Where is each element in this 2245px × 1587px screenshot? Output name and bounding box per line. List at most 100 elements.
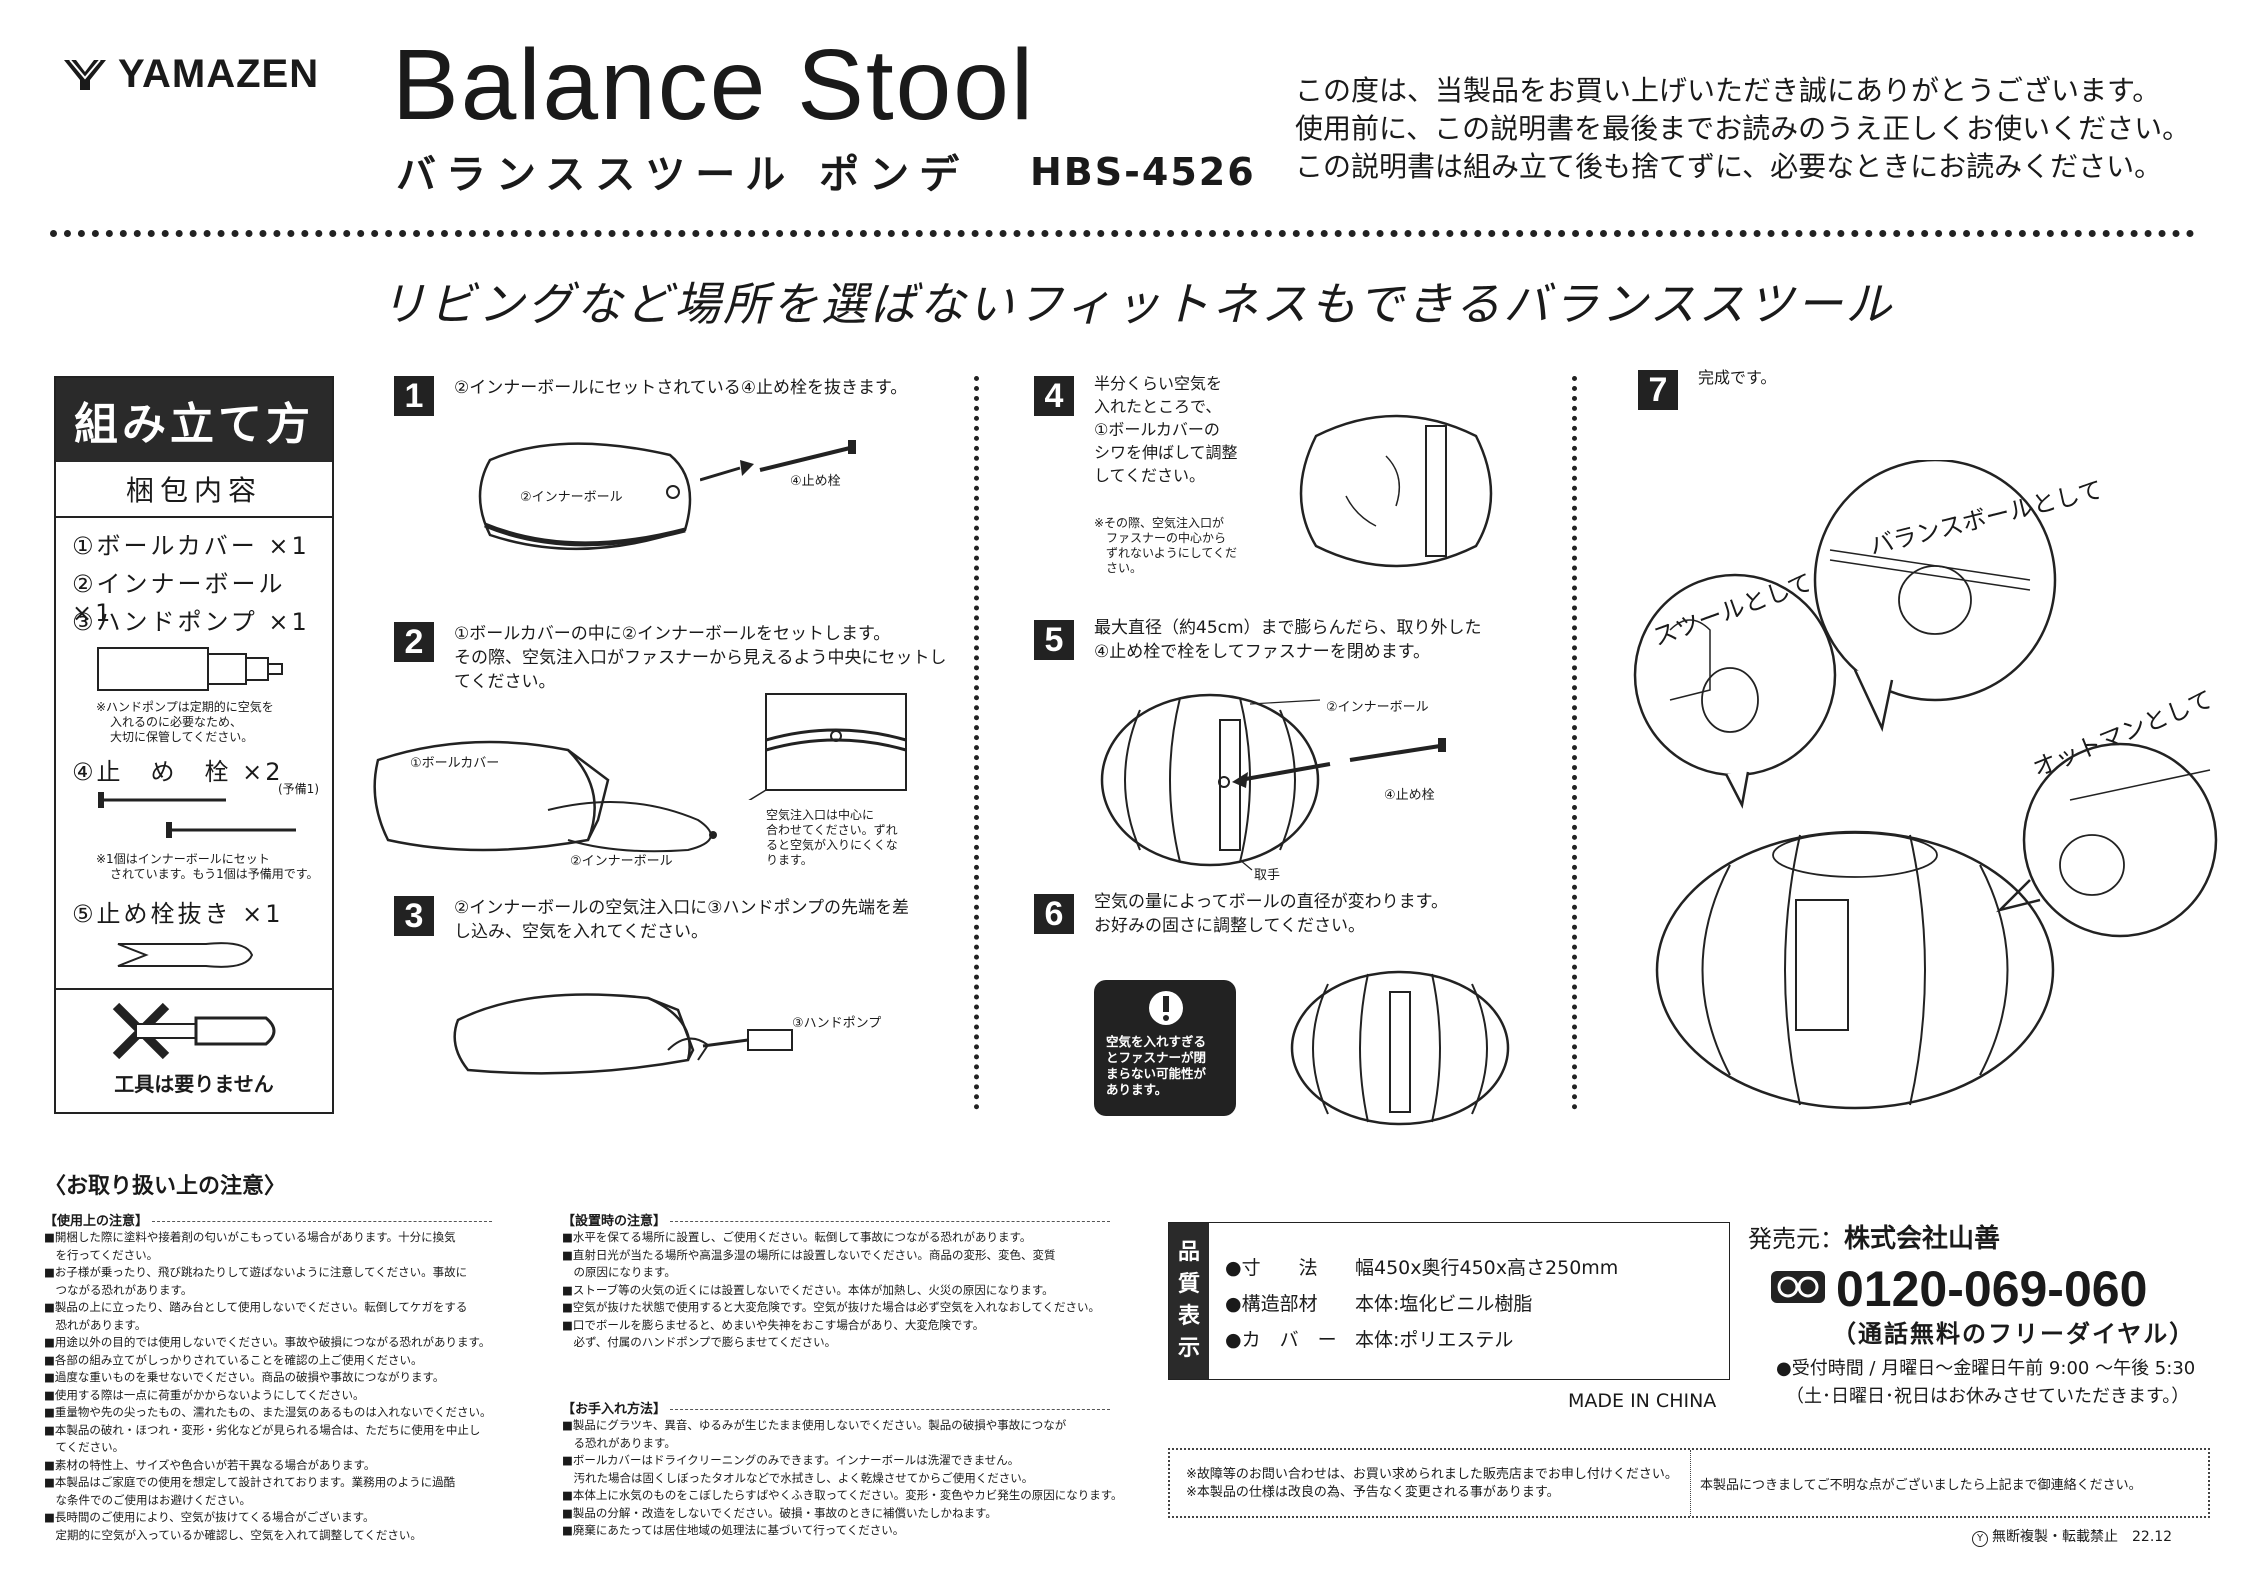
footer-divider — [1690, 1450, 1691, 1516]
brand-logo: YAMAZEN — [62, 52, 319, 97]
caution-line: ■過度な重いものを乗せないでください。商品の破損や事故につながります。 — [44, 1370, 445, 1384]
stopper-label: ④止め栓 — [790, 474, 841, 489]
text-line: その際、空気注入口がファスナーから見えるよう中央にセットし — [454, 648, 947, 668]
note-line: ると空気が入りにくくな — [766, 838, 898, 852]
caution-line: 定期的に空気が入っているか確認し、空気を入れて調整してください。 — [44, 1527, 422, 1542]
caution-line: の原因になります。 — [562, 1265, 676, 1279]
caution-line: る恐れがあります。 — [562, 1435, 676, 1450]
spec-value: 本体:ポリエステル — [1355, 1329, 1514, 1351]
part-item: ②インナーボール ×1 — [72, 570, 286, 627]
greeting-text: この度は、当製品をお買い上げいただき誠にありがとうございます。 使用前に、この説… — [1295, 72, 2190, 186]
text-line: お好みの固さに調整してください。 — [1094, 916, 1365, 936]
note-line: されています。もう1個は予備用です。 — [110, 867, 319, 881]
spec-row-dimensions: ●寸 法 幅450x奥行450x高さ250mm — [1225, 1253, 1618, 1280]
hand-pump-label: ③ハンドポンプ — [792, 1016, 882, 1031]
phone-number: 0120-069-060 — [1836, 1261, 2148, 1317]
note-line: さい。 — [1106, 561, 1143, 575]
warning-box: 空気を入れすぎる とファスナーが閉 まらない可能性が あります。 — [1094, 980, 1236, 1116]
closed-days-line: （土･日曜日･祝日はお休みさせていただきます。） — [1786, 1386, 2190, 1407]
caution-line: ■重量物や先の尖ったもの、濡れたもの、また湿気のあるものは入れないでください。 — [44, 1405, 492, 1419]
inner-ball-label: ②インナーボール — [570, 854, 673, 869]
step-1-text: ②インナーボールにセットされている④止め栓を抜きます。 — [454, 378, 908, 398]
inner-ball-illustration — [478, 442, 692, 551]
note-line: ※1個はインナーボールにセット — [96, 852, 270, 866]
assembly-heading: 組み立て方 — [56, 378, 332, 462]
column-divider — [1572, 376, 1577, 1110]
caution-line: ■長時間のご使用により、空気が抜けてくる場合がございます。 — [44, 1510, 375, 1524]
free-dial-note: （通話無料のフリーダイヤル） — [1832, 1320, 2196, 1348]
free-dial-icon — [1771, 1271, 1825, 1303]
hand-pump-illustration — [97, 647, 283, 691]
dashed-rule — [152, 1221, 493, 1222]
install-cautions-title: 【設置時の注意】 — [562, 1210, 1142, 1229]
footer-right-note: 本製品につきましてご不明な点がございましたら上記まで御連絡ください。 — [1700, 1478, 2142, 1493]
step-7-number: 7 — [1638, 370, 1678, 410]
text-line: 入れたところで、 — [1094, 397, 1222, 416]
step-2-number: 2 — [394, 622, 434, 662]
dashed-rule — [670, 1221, 1111, 1222]
text-line: してください。 — [1094, 466, 1206, 485]
pump-inflate-illustration — [453, 993, 793, 1075]
completed-usage-illustration — [1633, 460, 2218, 1110]
stopper-label: ④止め栓 — [1384, 788, 1435, 803]
text-line: ①ボールカバーの中に②インナーボールをセットします。 — [454, 624, 891, 644]
caution-line: ■直射日光が当たる場所や高温多湿の場所には設置しないでください。商品の変形、変色… — [562, 1247, 1056, 1262]
caution-line: 恐れがあります。 — [44, 1317, 147, 1332]
caution-line: ■空気が抜けた状態で使用すると大変危険です。空気が抜けた場合は必ず空気を入れなお… — [562, 1300, 1101, 1314]
seller-name: 株式会社山善 — [1844, 1224, 2001, 1254]
seller-label: 発売元： — [1748, 1225, 1844, 1253]
ball-cover-illustration — [373, 740, 717, 853]
heading-char: 品 — [1177, 1240, 1200, 1265]
no-tools-icon — [112, 1002, 276, 1060]
note-line: 大切に保管してください。 — [110, 730, 254, 744]
caution-line: ■ボールカバーはドライクリーニングのみできます。インナーボールは洗濯できません。 — [562, 1453, 1020, 1467]
install-cautions-title-text: 【設置時の注意】 — [562, 1214, 667, 1229]
header-divider — [50, 230, 2195, 237]
care-list: ■製品にグラツキ、異音、ゆるみが生じたまま使用しないでください。製品の破損や事故… — [562, 1417, 1142, 1540]
usage-cautions-list: ■開梱した際に塗料や接着剤の匂いがこもっている場合があります。十分に換気 を行っ… — [44, 1229, 524, 1544]
step-4-text: 半分くらい空気を 入れたところで、 ①ボールカバーの シワを伸ばして調整 してく… — [1094, 372, 1238, 487]
care-title-text: 【お手入れ方法】 — [562, 1402, 667, 1417]
install-cautions-list: ■水平を保てる場所に設置し、ご使用ください。転倒して事故につながる恐れがあります… — [562, 1229, 1142, 1352]
step-3-text: ②インナーボールの空気注入口に③ハンドポンプの先端を差 し込み、空気を入れてくだ… — [454, 896, 909, 944]
text-line: し込み、空気を入れてください。 — [454, 922, 708, 942]
step-4-note: ※その際、空気注入口が ファスナーの中心から ずれないようにしてくだ さい。 — [1094, 516, 1237, 576]
support-hours: ●受付時間 / 月曜日～金曜日午前 9:00 ～午後 5:30 （土･日曜日･祝… — [1776, 1355, 2195, 1411]
caution-line: ■各部の組み立てがしっかりされていることを確認の上ご使用ください。 — [44, 1352, 423, 1367]
part-item: ⑤止め栓抜き ×1 — [72, 900, 284, 928]
caution-line: 必ず、付属のハンドポンプで膨らませてください。 — [562, 1335, 837, 1349]
plug-note: ※1個はインナーボールにセット されています。もう1個は予備用です。 — [96, 852, 319, 882]
step-5-text: 最大直径（約45cm）まで膨らんだら、取り外した ④止め栓で栓をしてファスナーを… — [1094, 616, 1482, 664]
footer-notice-box: ※故障等のお問い合わせは、お買い求められました販売店までお申し付けください。 ※… — [1168, 1448, 2210, 1518]
made-in-label: MADE IN CHINA — [1568, 1390, 1717, 1412]
spec-value: 幅450x奥行450x高さ250mm — [1355, 1257, 1619, 1279]
greeting-line: この度は、当製品をお買い上げいただき誠にありがとうございます。 — [1295, 74, 2161, 107]
warning-text: 空気を入れすぎる とファスナーが閉 まらない可能性が あります。 — [1106, 1034, 1206, 1098]
text-line: 空気の量によってボールの直径が変わります。 — [1094, 892, 1448, 912]
usage-cautions-title-text: 【使用上の注意】 — [44, 1214, 149, 1229]
note-line: ※その際、空気注入口が — [1094, 516, 1225, 530]
dashed-rule — [670, 1409, 1111, 1410]
caution-title: 〈お取り扱い上の注意〉 — [44, 1174, 287, 1199]
caution-line: ■開梱した際に塗料や接着剤の匂いがこもっている場合があります。十分に換気 — [44, 1230, 456, 1244]
step-5-number: 5 — [1034, 620, 1074, 660]
caution-line: ■用途以外の目的では使用しないでください。事故や破損につながる恐れがあります。 — [44, 1335, 491, 1349]
step-1-number: 1 — [394, 376, 434, 416]
spec-key: ●寸 法 — [1225, 1257, 1318, 1279]
spare-note: (予備1) — [278, 782, 319, 796]
ball-cover-label: ①ボールカバー — [410, 756, 500, 771]
remove-plug-arrow — [700, 440, 856, 482]
caution-line: ■お子様が乗ったり、飛び跳ねたりして遊ばないように注意してください。事故に — [44, 1265, 468, 1279]
footer-note: ※故障等のお問い合わせは、お買い求められました販売店までお申し付けください。 — [1186, 1467, 1678, 1482]
greeting-line: この説明書は組み立て後も捨てずに、必要なときにお読みください。 — [1295, 150, 2163, 183]
caution-line: ■本体上に水気のものをこぼしたらすばやくふき取ってください。変形・変色やカビ発生… — [562, 1488, 1123, 1502]
valve-center-note: 空気注入口は中心に 合わせてください。ずれ ると空気が入りにくくな ります。 — [766, 808, 898, 868]
stopper-plug-illustration — [98, 792, 296, 838]
step-2-text: ①ボールカバーの中に②インナーボールをセットします。 その際、空気注入口がファス… — [454, 622, 947, 694]
note-line: ※ハンドポンプは定期的に空気を — [96, 700, 274, 714]
step-6-number: 6 — [1034, 894, 1074, 934]
caution-line: ■本製品の破れ・ほつれ・変形・劣化などが見られる場合は、ただちに使用を中止し — [44, 1422, 481, 1437]
warning-exclamation-icon — [1149, 991, 1183, 1025]
handle-label: 取手 — [1254, 868, 1281, 883]
caution-line: てください。 — [44, 1440, 125, 1454]
